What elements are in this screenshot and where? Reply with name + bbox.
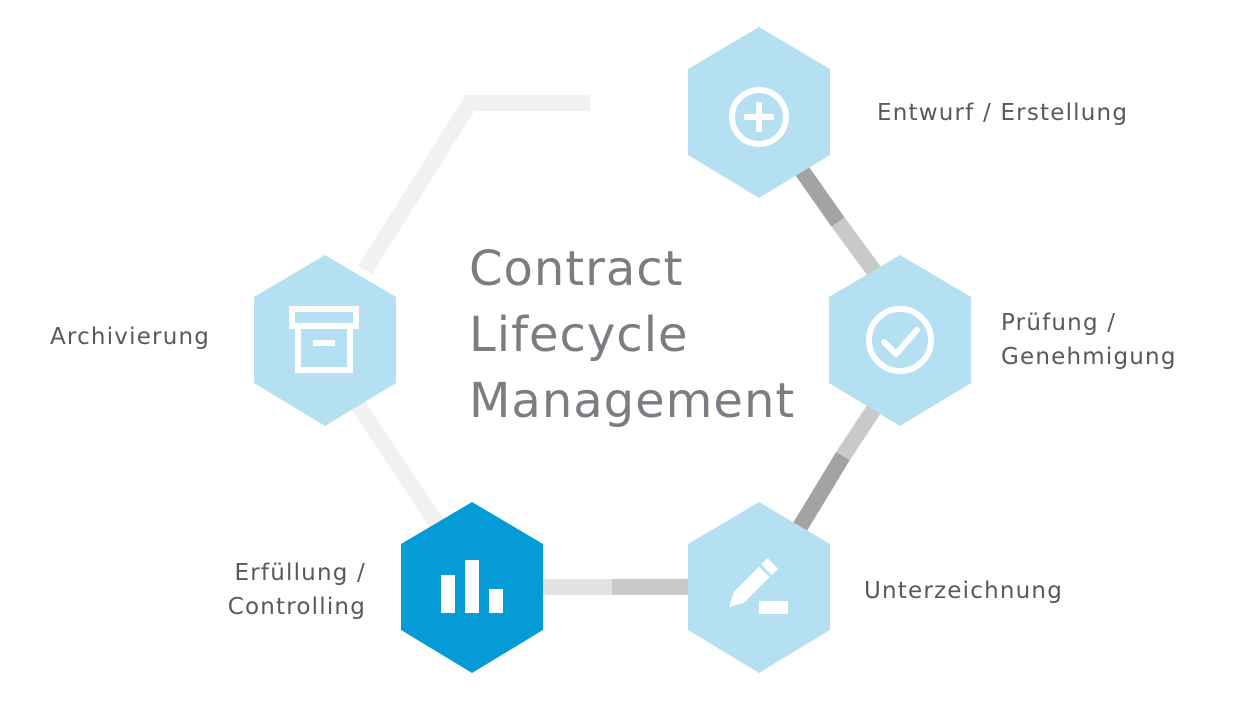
connectors [351,95,887,595]
archive-box-icon [289,306,359,373]
title-line-1: Contract [469,241,684,297]
stage-label-unterzeichnung: Unterzeichnung [864,574,1063,608]
stage-node-archivierung[interactable] [254,255,396,426]
stage-label-erfuellung: Erfüllung / Controlling [228,556,366,624]
stage-label-line: Genehmigung [1001,344,1177,370]
diagram-title: Contract Lifecycle Management [469,236,795,434]
stage-node-unterzeichnung[interactable] [688,502,830,673]
stage-label-line: Controlling [227,594,366,620]
title-line-3: Management [469,373,796,429]
title-line-2: Lifecycle [469,307,689,363]
stage-node-pruefung[interactable] [829,255,971,426]
check-circle-icon [866,306,934,374]
stage-node-entwurf[interactable] [688,27,830,198]
connector-pruefung-entwurf-dark [793,163,845,227]
connector-ghost-top [358,95,590,275]
connector-pruefung-entwurf-mid [831,217,884,280]
pencil-sign-icon [729,558,788,614]
connector-archivierung-erfuellung [351,400,444,529]
stage-label-line: Unterzeichnung [864,578,1064,604]
hexagon-pruefung [829,255,971,426]
stage-label-pruefung: Prüfung / Genehmigung [1001,306,1177,374]
stage-label-line: Erfüllung / [234,560,366,586]
stage-label-line: Archivierung [50,324,211,350]
stage-label-line: Prüfung / [1001,310,1117,336]
stage-label-entwurf: Entwurf / Erstellung [877,96,1128,130]
stage-node-erfuellung[interactable] [401,502,543,673]
plus-circle-icon [729,87,789,147]
stage-label-archivierung: Archivierung [50,320,210,354]
connector-unterzeichnung-pruefung-dark [793,451,850,532]
bar-chart-icon [441,560,503,613]
stage-label-line: Entwurf / Erstellung [877,100,1129,126]
